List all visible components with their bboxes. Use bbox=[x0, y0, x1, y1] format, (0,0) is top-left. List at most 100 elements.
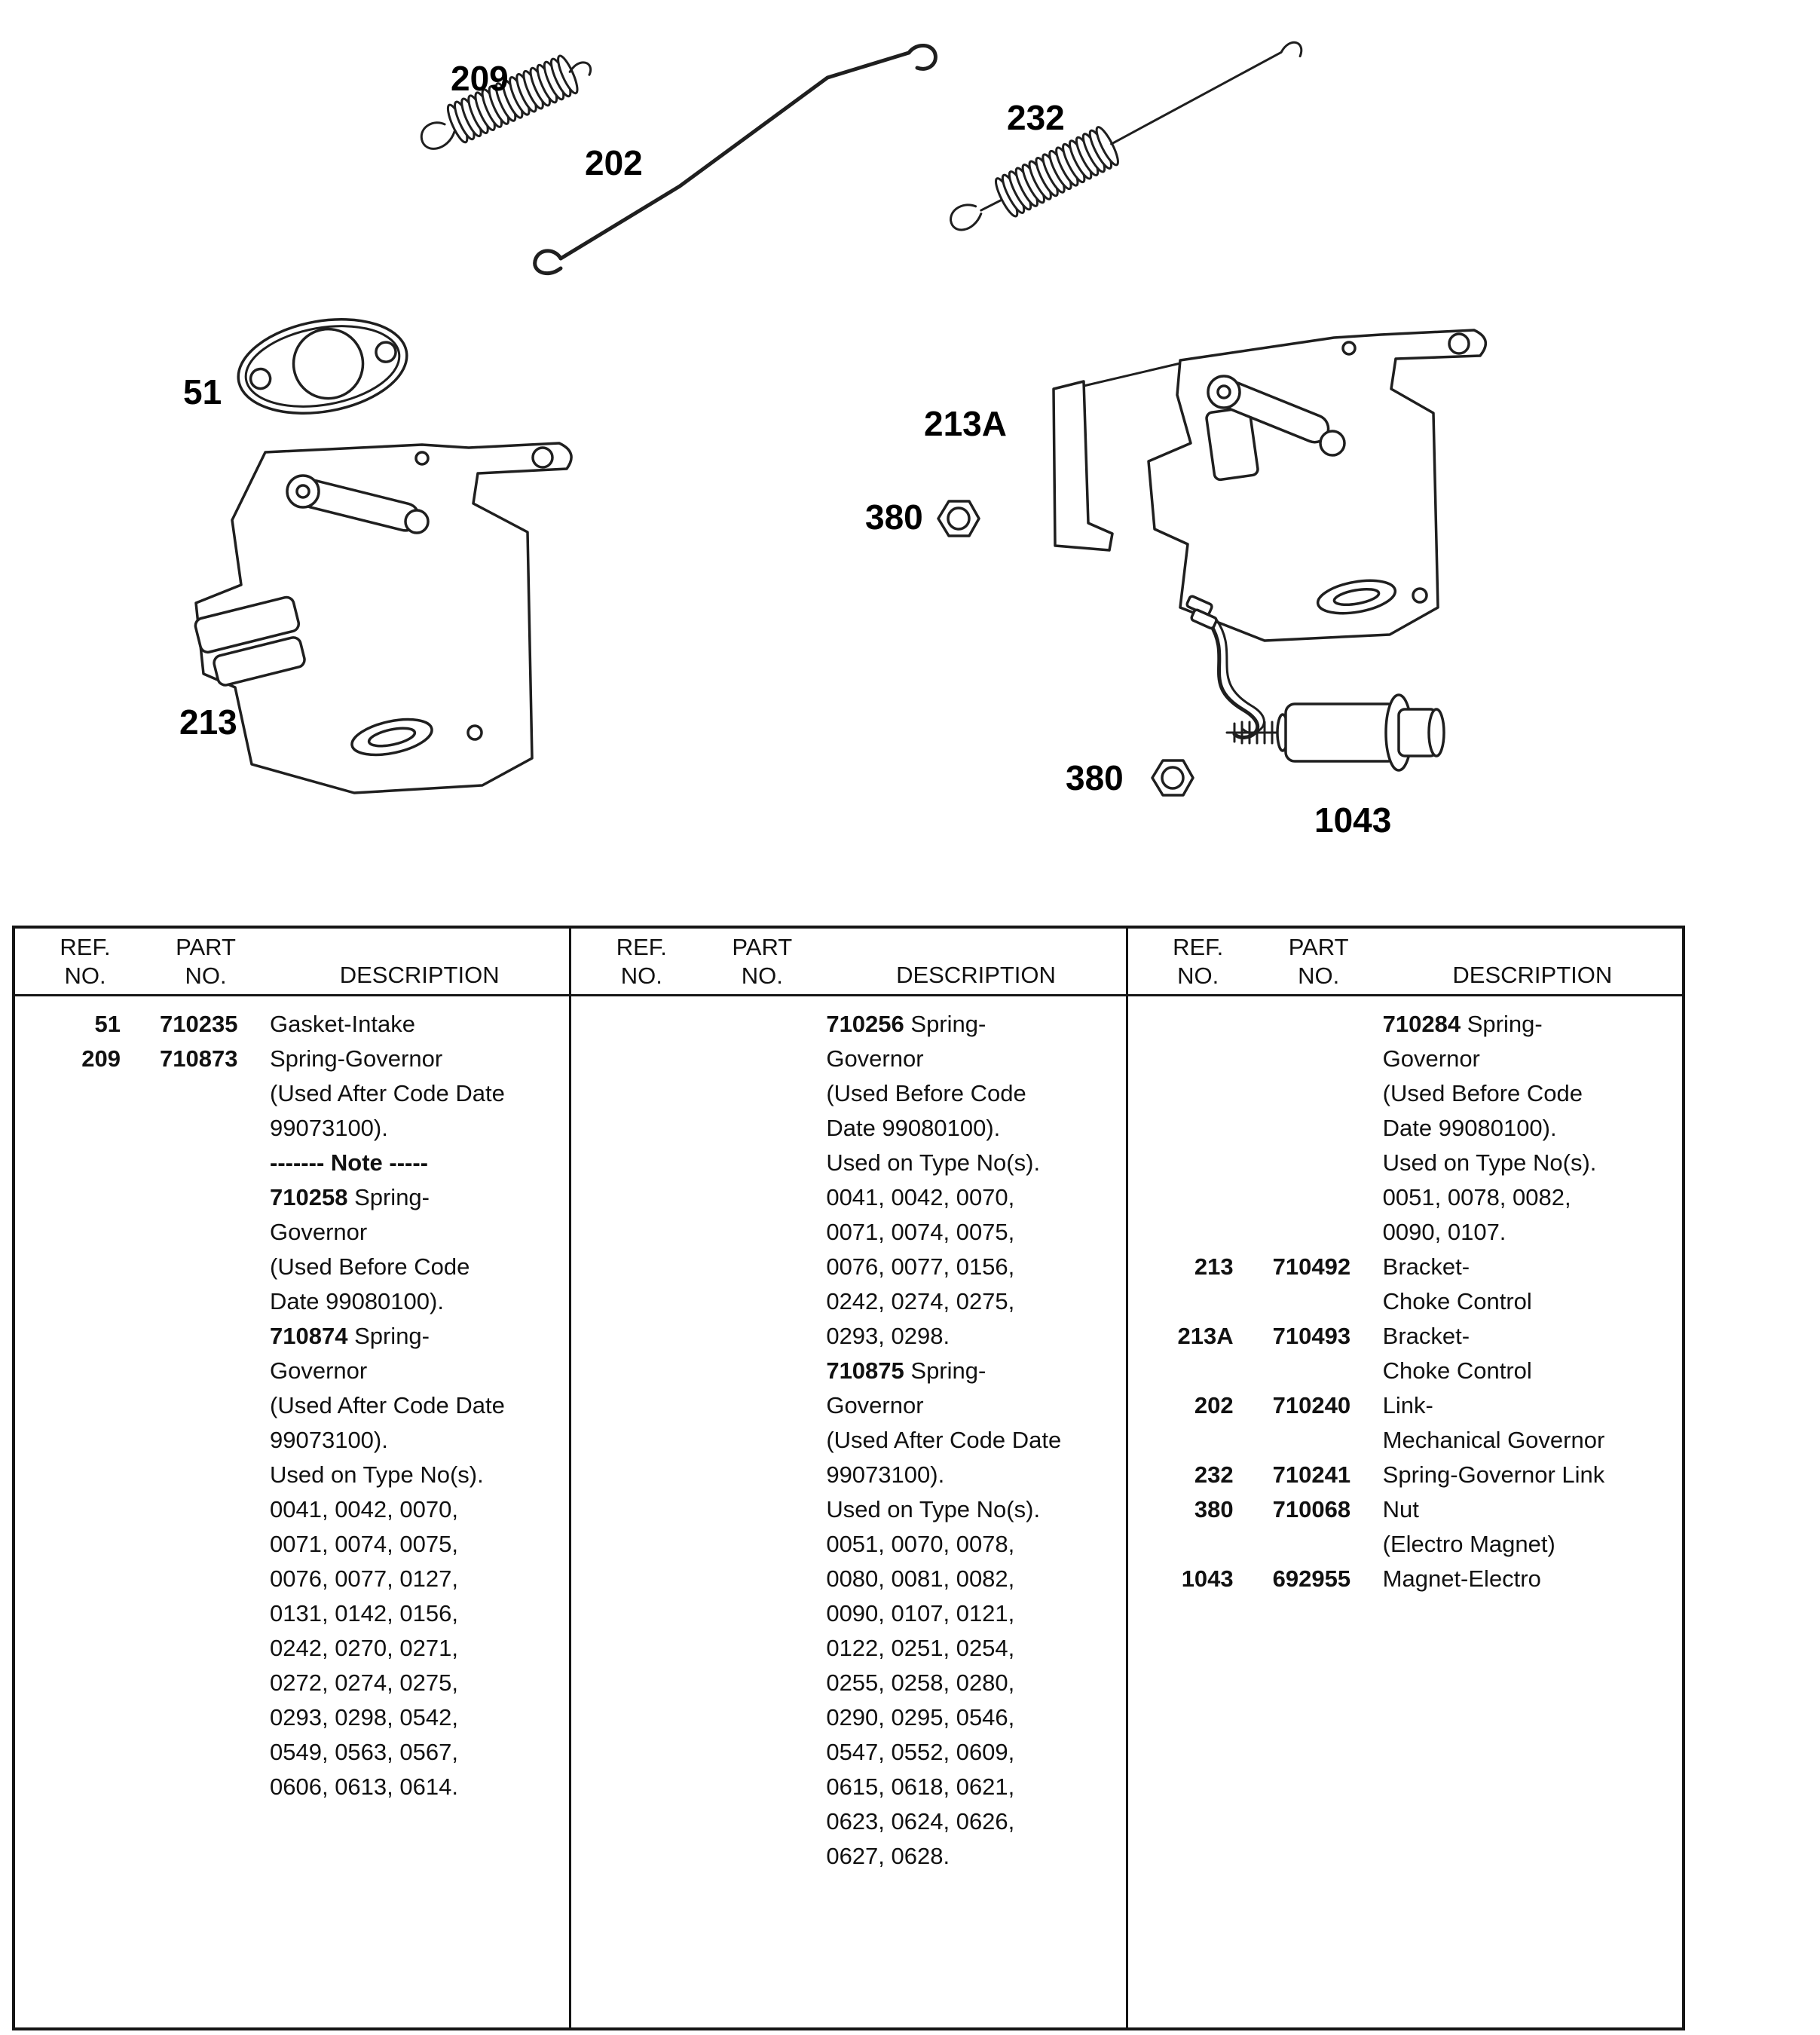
ref-no: 51 bbox=[94, 1011, 121, 1037]
link-202-drawing bbox=[533, 44, 938, 276]
bracket-213-drawing bbox=[194, 442, 573, 794]
description-line: 0290, 0295, 0546, bbox=[826, 1704, 1015, 1731]
description-line: 710875 Spring- bbox=[826, 1357, 986, 1384]
gasket-51-drawing bbox=[237, 317, 408, 415]
ref-no-header: REF. NO. bbox=[29, 933, 142, 990]
part-header-line1: PART bbox=[732, 933, 793, 960]
ref-no bbox=[585, 1007, 698, 1874]
description-line: 0051, 0070, 0078, bbox=[826, 1531, 1015, 1557]
description-line: 99073100). bbox=[270, 1427, 388, 1453]
table-header-1: REF. NO. PART NO. DESCRIPTION bbox=[15, 929, 570, 996]
description-line: 0051, 0078, 0082, bbox=[1382, 1184, 1571, 1210]
ref-no-header: REF. NO. bbox=[585, 933, 698, 990]
description-line: Used on Type No(s). bbox=[270, 1461, 484, 1488]
bracket-213a-drawing bbox=[1052, 329, 1488, 642]
description-line: Used on Type No(s). bbox=[826, 1496, 1041, 1522]
description: Link-Mechanical Governor bbox=[1383, 1388, 1682, 1458]
description-line: 0255, 0258, 0280, bbox=[826, 1669, 1015, 1696]
ref-no: 232 bbox=[1194, 1461, 1234, 1488]
part-no: 710068 bbox=[1272, 1496, 1351, 1522]
description-line: 0080, 0081, 0082, bbox=[826, 1565, 1015, 1592]
description-line: Bracket- bbox=[1382, 1323, 1470, 1349]
description-line: Nut bbox=[1382, 1496, 1419, 1522]
part-no: 710493 bbox=[1272, 1323, 1351, 1349]
description: Spring-Governor (Used After Code Date 9907… bbox=[270, 1042, 569, 1804]
description-line: 0041, 0042, 0070, bbox=[270, 1496, 458, 1522]
table-column-2: REF. NO. PART NO. DESCRIPTION 710256 Spr… bbox=[569, 929, 1126, 2027]
description-line: 0549, 0563, 0567, bbox=[270, 1739, 458, 1765]
description-line: Spring-Governor Link bbox=[1382, 1461, 1605, 1488]
description-line: Date 99080100). bbox=[826, 1115, 1001, 1141]
description-line: Date 99080100). bbox=[1382, 1115, 1557, 1141]
ref-no bbox=[1142, 1007, 1255, 1250]
description-line: 0242, 0270, 0271, bbox=[270, 1635, 458, 1661]
parts-entry: 213A 710493 Bracket- Choke Control bbox=[1128, 1319, 1682, 1388]
ref-no: 213A bbox=[1177, 1323, 1234, 1349]
description-line: Mechanical Governor bbox=[1382, 1427, 1605, 1453]
description-line: (Used Before Code bbox=[826, 1080, 1026, 1106]
description-line: ------- Note ----- bbox=[270, 1149, 428, 1176]
description-line: Choke Control bbox=[1382, 1357, 1532, 1384]
description-line: (Electro Magnet) bbox=[1382, 1531, 1555, 1557]
description-line: Governor bbox=[826, 1045, 924, 1072]
ref-header-line2: NO. bbox=[1177, 962, 1219, 989]
description-line: Choke Control bbox=[1382, 1288, 1532, 1314]
description-line: (Used Before Code bbox=[1382, 1080, 1583, 1106]
ref-no-header: REF. NO. bbox=[1142, 933, 1255, 990]
description-line: Governor bbox=[1382, 1045, 1480, 1072]
ref-no: 213 bbox=[1194, 1253, 1234, 1280]
description-line: Magnet-Electro bbox=[1382, 1565, 1541, 1592]
description-line: 710256 Spring- bbox=[826, 1011, 986, 1037]
part-no bbox=[698, 1007, 826, 1874]
description-line: (Used After Code Date bbox=[270, 1392, 505, 1418]
parts-diagram: 209 202 232 51 213A 380 213 380 1043 bbox=[179, 41, 1488, 840]
description-line: 0606, 0613, 0614. bbox=[270, 1773, 458, 1800]
label-magnet-1043: 1043 bbox=[1314, 800, 1391, 840]
label-nut-380-bottom: 380 bbox=[1066, 758, 1124, 797]
description: Bracket-Choke Control bbox=[1383, 1250, 1682, 1319]
description-line: (Used Before Code bbox=[270, 1253, 470, 1280]
part-no bbox=[1255, 1007, 1383, 1250]
description-line: Gasket-Intake bbox=[270, 1011, 415, 1037]
label-link-202: 202 bbox=[585, 143, 643, 182]
description-line: 0293, 0298. bbox=[826, 1323, 950, 1349]
description-line: 99073100). bbox=[826, 1461, 945, 1488]
table-column-3: REF. NO. PART NO. DESCRIPTION 710284 Spr… bbox=[1125, 929, 1682, 2027]
description-line: 0623, 0624, 0626, bbox=[826, 1808, 1015, 1835]
table-header-2: REF. NO. PART NO. DESCRIPTION bbox=[571, 929, 1126, 996]
description-line: 0615, 0618, 0621, bbox=[826, 1773, 1015, 1800]
ref-header-line2: NO. bbox=[620, 962, 662, 989]
description-line: 0627, 0628. bbox=[826, 1843, 950, 1869]
part-no: 710873 bbox=[160, 1045, 238, 1072]
description-line: 99073100). bbox=[270, 1115, 388, 1141]
label-nut-380-top: 380 bbox=[865, 497, 923, 537]
label-spring-232: 232 bbox=[1007, 98, 1065, 137]
part-no: 710492 bbox=[1272, 1253, 1351, 1280]
description-line: Governor bbox=[270, 1219, 368, 1245]
description: Bracket- Choke Control bbox=[1383, 1319, 1682, 1388]
magnet-1043-drawing bbox=[1225, 693, 1445, 772]
description-header: DESCRIPTION bbox=[1452, 961, 1613, 988]
description-line: (Used After Code Date bbox=[270, 1080, 505, 1106]
description-line: Governor bbox=[826, 1392, 924, 1418]
description-line: 710874 Spring- bbox=[270, 1323, 430, 1349]
part-header-line2: NO. bbox=[185, 962, 227, 989]
part-header-line1: PART bbox=[176, 933, 236, 960]
ref-header-line1: REF. bbox=[616, 933, 667, 960]
description-line: Used on Type No(s). bbox=[1382, 1149, 1597, 1176]
part-no: 710240 bbox=[1272, 1392, 1351, 1418]
description-line: Spring-Governor bbox=[270, 1045, 443, 1072]
description-line: 0041, 0042, 0070, bbox=[826, 1184, 1015, 1210]
ref-header-line2: NO. bbox=[64, 962, 106, 989]
ref-header-line1: REF. bbox=[1173, 933, 1224, 960]
description-line: 0242, 0274, 0275, bbox=[826, 1288, 1015, 1314]
description: Spring-Governor Link bbox=[1383, 1458, 1682, 1492]
